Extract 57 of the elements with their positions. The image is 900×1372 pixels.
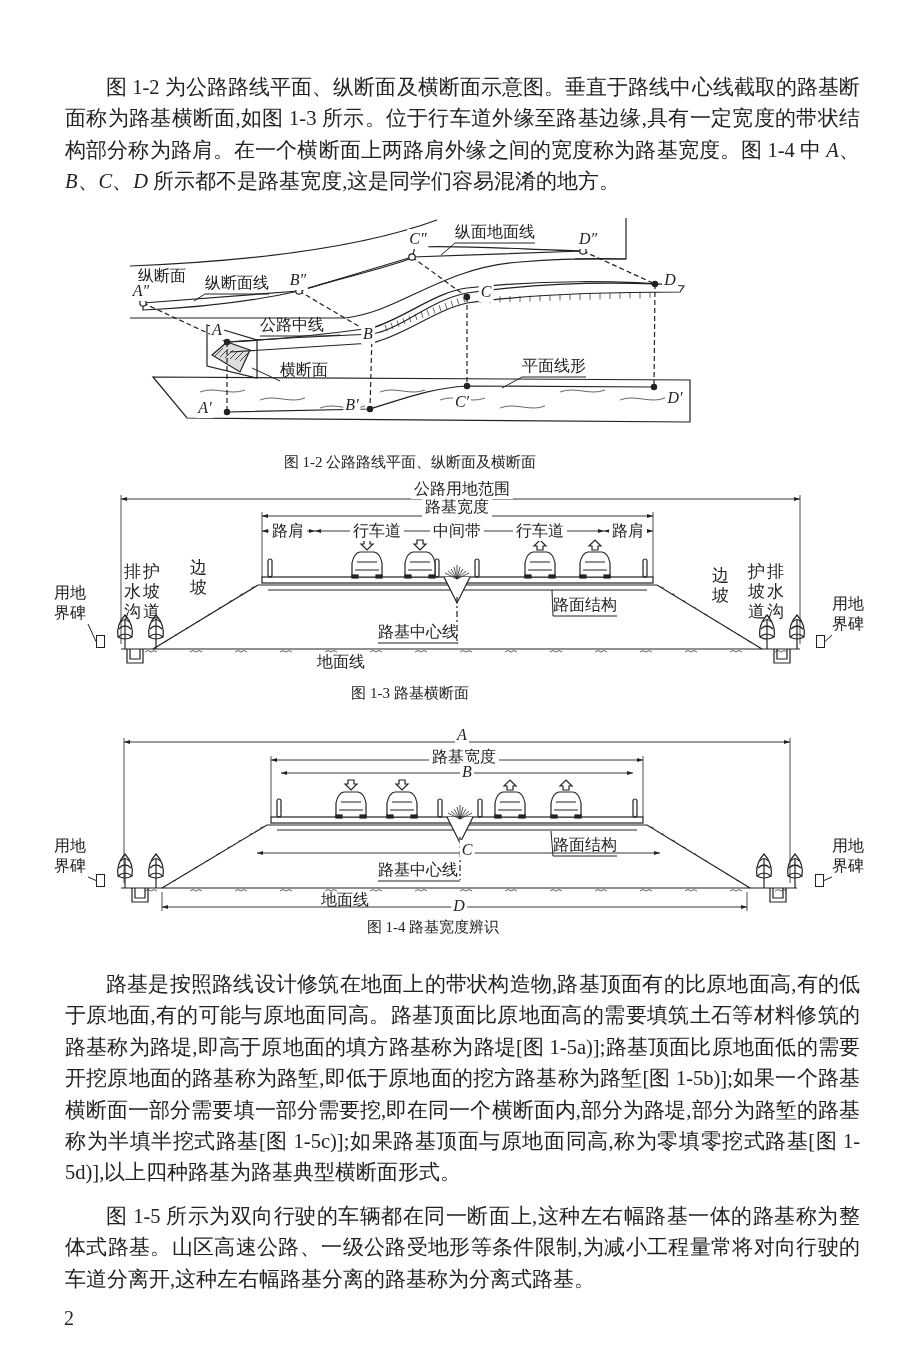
point-label: B bbox=[361, 324, 375, 344]
callout-label: 路基中心线 bbox=[378, 860, 458, 880]
point-label: C bbox=[459, 840, 475, 860]
boundary-stone bbox=[96, 874, 105, 887]
figure-caption: 图 1-2 公路路线平面、纵断面及横断面 bbox=[283, 453, 537, 472]
dimension-label: 行车道 bbox=[350, 521, 404, 541]
leader-line bbox=[377, 642, 459, 644]
boundary-stone bbox=[815, 874, 824, 887]
part-label: 排水沟 bbox=[124, 562, 142, 622]
part-label: 地面线 bbox=[321, 890, 369, 910]
boundary-stone bbox=[96, 635, 105, 648]
leader-line bbox=[259, 334, 341, 337]
boundary-stone bbox=[816, 635, 825, 648]
leader-line bbox=[824, 634, 833, 642]
part-label: 地面线 bbox=[317, 652, 365, 672]
callout-label: 路面结构 bbox=[553, 595, 617, 615]
callout-label: 用地界碑 bbox=[54, 583, 88, 623]
figure-caption: 图 1-3 路基横断面 bbox=[351, 684, 469, 703]
dimension-label: 路基宽度 bbox=[422, 497, 492, 517]
callout-label: 公路中线 bbox=[260, 315, 324, 335]
leader-line bbox=[550, 830, 618, 857]
part-label: 护坡道 bbox=[143, 562, 161, 622]
leader-line bbox=[251, 367, 281, 382]
leader-line bbox=[551, 589, 618, 617]
callout-label: 纵面地面线 bbox=[455, 222, 535, 242]
leader-line bbox=[87, 623, 97, 642]
point-label: A″ bbox=[130, 281, 152, 301]
dimension-label: 路肩 bbox=[609, 521, 647, 541]
point-label: C bbox=[478, 282, 494, 302]
callout-label: 用地界碑 bbox=[832, 594, 866, 634]
callout-label: 横断面 bbox=[280, 360, 328, 380]
part-label: 边坡 bbox=[190, 558, 208, 598]
part-label: 排水沟 bbox=[767, 562, 785, 622]
callout-label: 用地界碑 bbox=[832, 836, 866, 876]
callout-label: 平面线形 bbox=[522, 356, 586, 376]
callout-label: 路面结构 bbox=[553, 835, 617, 855]
leader-line bbox=[823, 876, 833, 881]
dimension-label: 路肩 bbox=[269, 521, 307, 541]
leader-line bbox=[87, 876, 97, 881]
dimension-label: 行车道 bbox=[513, 521, 567, 541]
part-label: 护坡道 bbox=[748, 562, 766, 622]
part-label: 边坡 bbox=[712, 566, 730, 606]
body-paragraph: 路基是按照路线设计修筑在地面上的带状构造物,路基顶面有的比原地面高,有的低于原地面,有的可能与原地面同高。路基顶面比原地面高的需要填筑土石等材料修筑的路基称为路堤,即高于原地面的填方路基称为路堤[图 1-5a)];路基顶面比原地面低的需要开挖原地面的路基称为路堑,即低于原地面的挖方路基称为路堑[图 1-5b)];如果一个路基横断面一部分需要填一部分需要挖,即在同一个横断面内,部分为路堤,部分为路堑的路基称为半填半挖式路基[图 1-5c)];如果路基顶面与原地面同高,称为零填零挖式路基[图 1-5d)],以上四种路基为路基典型横断面形式。 bbox=[65, 972, 860, 1186]
figure-caption: 图 1-4 路基宽度辨识 bbox=[366, 918, 500, 937]
callout-label: 用地界碑 bbox=[54, 836, 88, 876]
dimension-label: 中间带 bbox=[430, 521, 484, 541]
leader-line bbox=[377, 880, 461, 882]
leader-line bbox=[501, 376, 587, 389]
leader-line bbox=[440, 242, 536, 256]
leader-line bbox=[193, 293, 270, 302]
body-paragraph: 图 1-5 所示为双向行驶的车辆都在同一断面上,这种左右幅路基一体的路基称为整体式路基。山区高速公路、一级公路受地形等条件限制,为减小工程量常将对向行驶的车道分离开,这种左右幅路基分离的路基称为分离式路基。 bbox=[65, 1204, 860, 1292]
point-label: C″ bbox=[407, 229, 429, 249]
callout-label: 纵断面线 bbox=[205, 273, 269, 293]
dimension-label: 公路用地范围 bbox=[411, 479, 513, 499]
page-number: 2 bbox=[64, 1308, 74, 1328]
callout-label: 路基中心线 bbox=[378, 622, 458, 642]
body-paragraph: 图 1-2 为公路路线平面、纵断面及横断面示意图。垂直于路线中心线截取的路基断面称为路基横断面,如图 1-3 所示。位于行车道外缘至路基边缘,具有一定宽度的带状结构部分称为路肩。在一个横断面上两路肩外缘之间的宽度称为路基宽度。图 1-4 中 A、B、C、D 所示都不是路基宽度,这是同学们容易混淆的地方。 bbox=[65, 75, 860, 195]
